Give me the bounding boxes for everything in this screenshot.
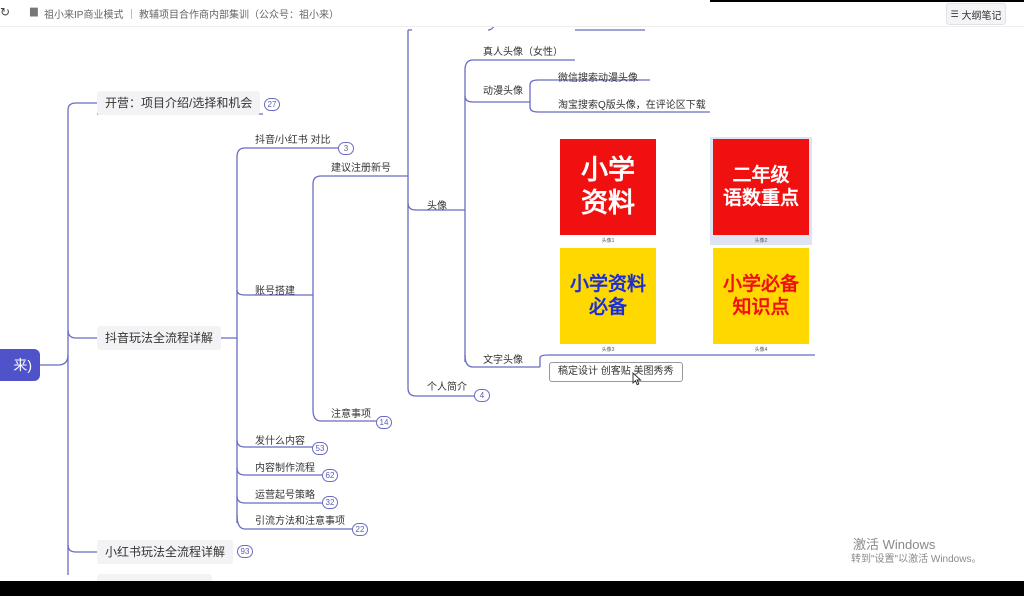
node-bio[interactable]: 个人简介 <box>427 382 467 393</box>
avatar-image-2[interactable]: 二年级语数重点 <box>713 139 809 235</box>
node-notes[interactable]: 注意事项 <box>331 409 371 420</box>
outline-notes-label: 大纲笔记 <box>961 10 1002 22</box>
outline-icon: ☰ <box>950 8 959 19</box>
node-account-setup[interactable]: 账号搭建 <box>255 286 295 297</box>
node-douyin-xhs-compare[interactable]: 抖音/小红书 对比 <box>255 135 331 146</box>
node-xiaohongshu[interactable]: 小红书玩法全流程详解 <box>97 540 234 564</box>
node-design-tools[interactable]: 稿定设计 创客贴 美图秀秀 <box>549 362 683 382</box>
node-text-avatar[interactable]: 文字头像 <box>483 355 523 366</box>
node-bio-count[interactable]: 4 <box>474 389 490 402</box>
avatar-4-caption: 头像4 <box>754 347 768 353</box>
document-header: ↻ ▆ 祖小来IP商业模式 ｜ 教辅项目合作商内部集训（公众号：祖小来） ☰ 大… <box>0 0 1024 27</box>
avatar-1-line1: 小学 <box>581 155 635 186</box>
folder-icon: ▆ <box>30 6 38 17</box>
avatar-3-line1: 小学资料 <box>569 273 646 295</box>
avatar-2-line1: 二年级 <box>732 164 790 186</box>
avatar-1-caption: 头像1 <box>601 238 615 244</box>
avatar-4-line2: 知识点 <box>732 297 790 318</box>
node-anime-avatar[interactable]: 动漫头像 <box>483 86 523 97</box>
breadcrumb[interactable]: 祖小来IP商业模式 ｜ 教辅项目合作商内部集训（公众号：祖小来） <box>44 10 340 21</box>
node-kaiying-label: 开营：项目介绍/选择和机会 <box>105 96 253 110</box>
node-below-cut <box>97 574 212 581</box>
root-node[interactable]: 来) <box>0 349 40 381</box>
node-ops-strategy-count[interactable]: 32 <box>322 496 338 509</box>
node-content-flow[interactable]: 内容制作流程 <box>255 463 315 474</box>
avatar-4-line1: 小学必备 <box>722 273 799 295</box>
node-avatar[interactable]: 头像 <box>427 201 447 212</box>
node-kaiying-count[interactable]: 27 <box>264 98 280 111</box>
refresh-icon[interactable]: ↻ <box>0 5 11 19</box>
mouse-cursor-icon <box>632 372 642 386</box>
node-xiaohongshu-label: 小红书玩法全流程详解 <box>105 545 226 559</box>
node-douyin[interactable]: 抖音玩法全流程详解 <box>97 326 222 350</box>
node-xiaohongshu-count[interactable]: 93 <box>237 545 253 558</box>
avatar-2-caption: 头像2 <box>754 238 768 244</box>
node-what-to-post[interactable]: 发什么内容 <box>255 436 305 447</box>
mindmap-connectors <box>40 25 815 575</box>
outline-notes-button[interactable]: ☰ 大纲笔记 <box>946 3 1006 25</box>
node-notes-count[interactable]: 14 <box>376 416 392 429</box>
node-compare-count[interactable]: 3 <box>338 142 354 155</box>
node-real-avatar[interactable]: 真人头像（女性） <box>483 47 563 58</box>
node-register-new[interactable]: 建议注册新号 <box>331 163 391 174</box>
avatar-image-4[interactable]: 小学必备知识点 <box>713 248 809 344</box>
avatar-1-line2: 资料 <box>581 188 635 218</box>
avatar-2-line2: 语数重点 <box>722 188 799 209</box>
header-divider <box>0 26 1024 27</box>
node-wechat-anime[interactable]: 微信搜索动漫头像 <box>558 73 638 84</box>
node-douyin-label: 抖音玩法全流程详解 <box>105 331 214 345</box>
node-content-flow-count[interactable]: 62 <box>322 469 338 482</box>
avatar-3-line2: 必备 <box>588 297 627 318</box>
root-label: 来) <box>13 357 32 373</box>
avatar-image-1[interactable]: 小学资料 <box>560 139 656 235</box>
avatar-3-caption: 头像3 <box>601 347 615 353</box>
avatar-image-3[interactable]: 小学资料必备 <box>560 248 656 344</box>
activation-watermark-title: 激活 Windows <box>853 537 936 552</box>
screen-edge <box>710 0 1024 2</box>
node-ops-strategy[interactable]: 运营起号策略 <box>255 490 315 501</box>
node-kaiying[interactable]: 开营：项目介绍/选择和机会 <box>97 91 261 115</box>
activation-watermark-hint: 转到"设置"以激活 Windows。 <box>851 554 982 565</box>
node-traffic-methods[interactable]: 引流方法和注意事项 <box>255 516 345 527</box>
mindmap-canvas[interactable]: ↻ ▆ 祖小来IP商业模式 ｜ 教辅项目合作商内部集训（公众号：祖小来） ☰ 大… <box>0 0 1024 581</box>
node-taobao-q[interactable]: 淘宝搜索Q版头像，在评论区下载 <box>558 100 706 111</box>
node-traffic-methods-count[interactable]: 22 <box>352 523 368 536</box>
node-what-to-post-count[interactable]: 53 <box>312 442 328 455</box>
